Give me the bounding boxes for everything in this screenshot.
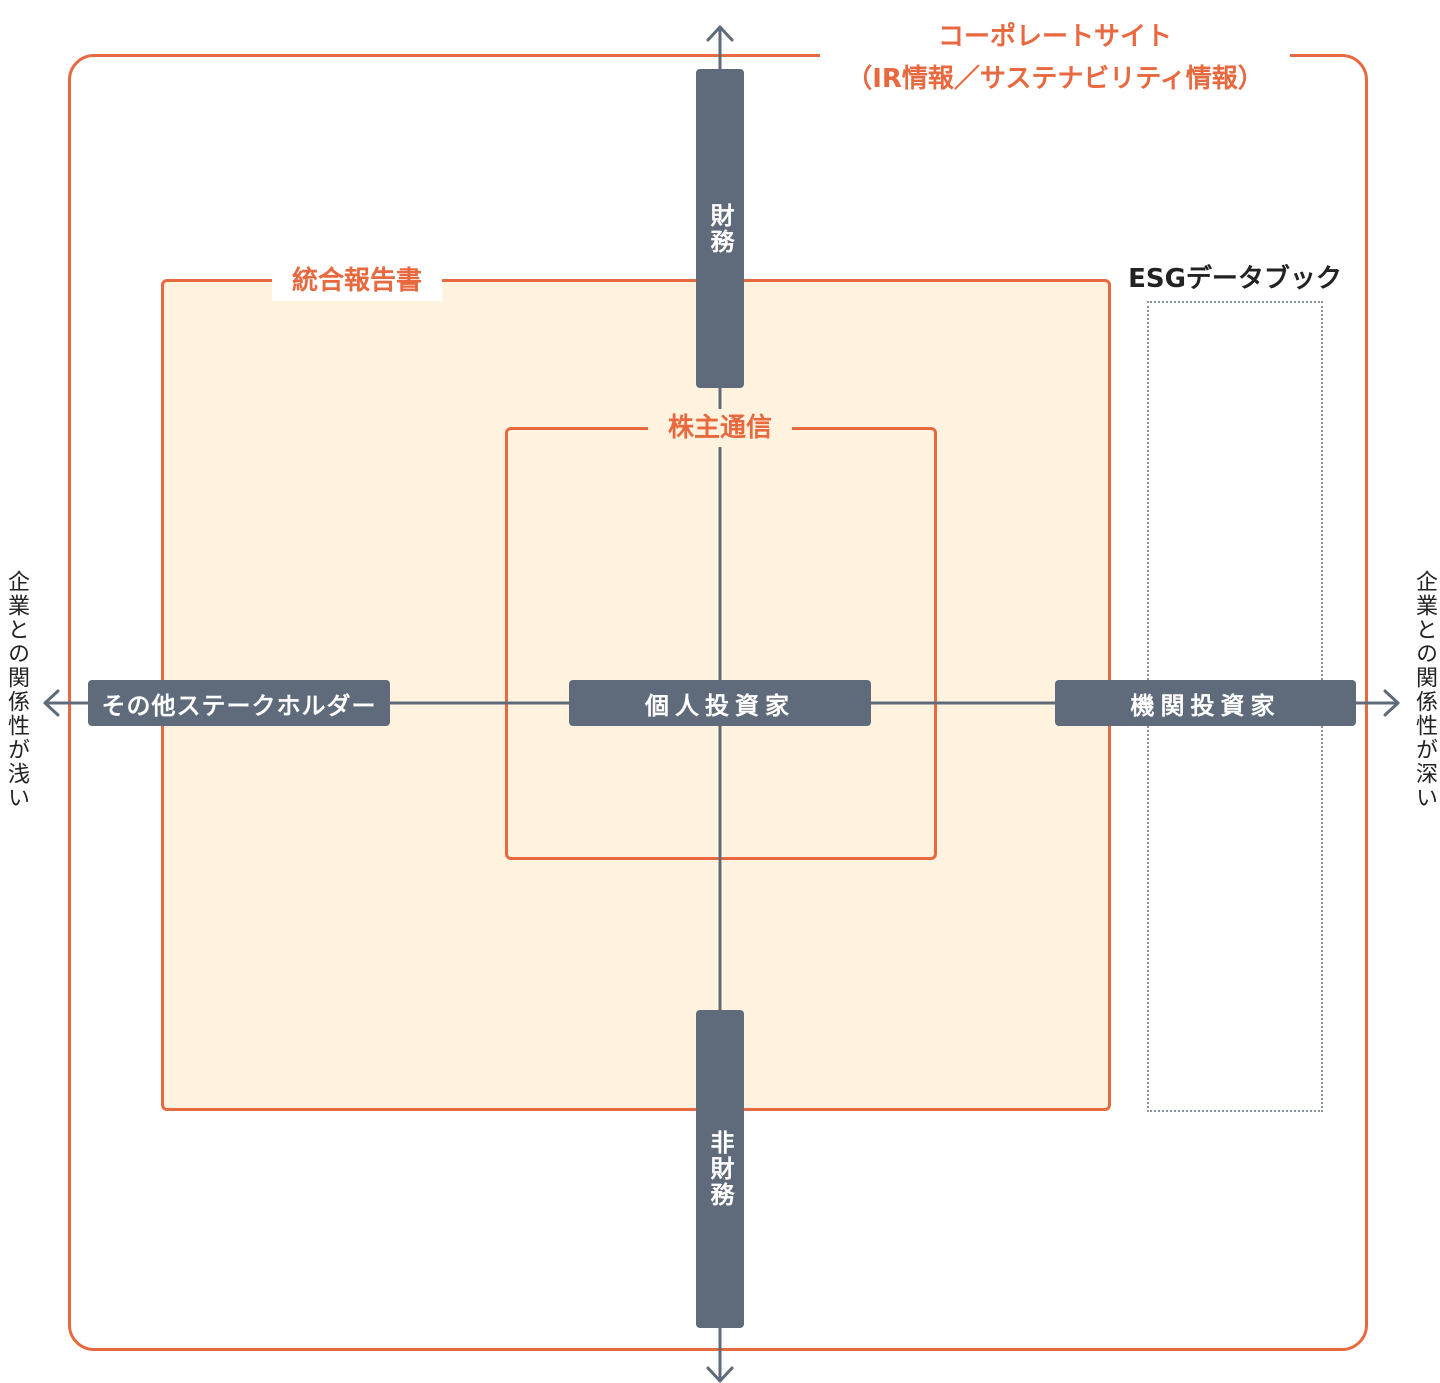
up-arrow-icon xyxy=(706,25,734,42)
institutional-investors-pill: 機関投資家 xyxy=(1055,680,1356,726)
shareholder-newsletter-label: 株主通信 xyxy=(648,409,792,447)
esg-databook-label: ESGデータブック xyxy=(1112,259,1358,299)
financial-pill: 財務 xyxy=(696,69,744,388)
corporate-site-title: コーポレートサイト xyxy=(937,22,1172,52)
corporate-site-subtitle: （IR情報／サステナビリティ情報） xyxy=(846,64,1264,94)
shallow-relationship-label: 企業との関係性が浅い xyxy=(4,570,29,810)
individual-investors-pill: 個人投資家 xyxy=(569,680,871,726)
down-arrow-icon xyxy=(706,1366,734,1383)
non-financial-pill: 非財務 xyxy=(696,1010,744,1328)
right-arrow-icon xyxy=(1383,689,1400,717)
deep-relationship-label: 企業との関係性が深い xyxy=(1412,570,1437,810)
other-stakeholders-pill: その他ステークホルダー xyxy=(88,680,390,726)
corporate-site-label: コーポレートサイト （IR情報／サステナビリティ情報） xyxy=(820,16,1290,100)
left-arrow-icon xyxy=(43,689,60,717)
integrated-report-label: 統合報告書 xyxy=(272,261,442,301)
